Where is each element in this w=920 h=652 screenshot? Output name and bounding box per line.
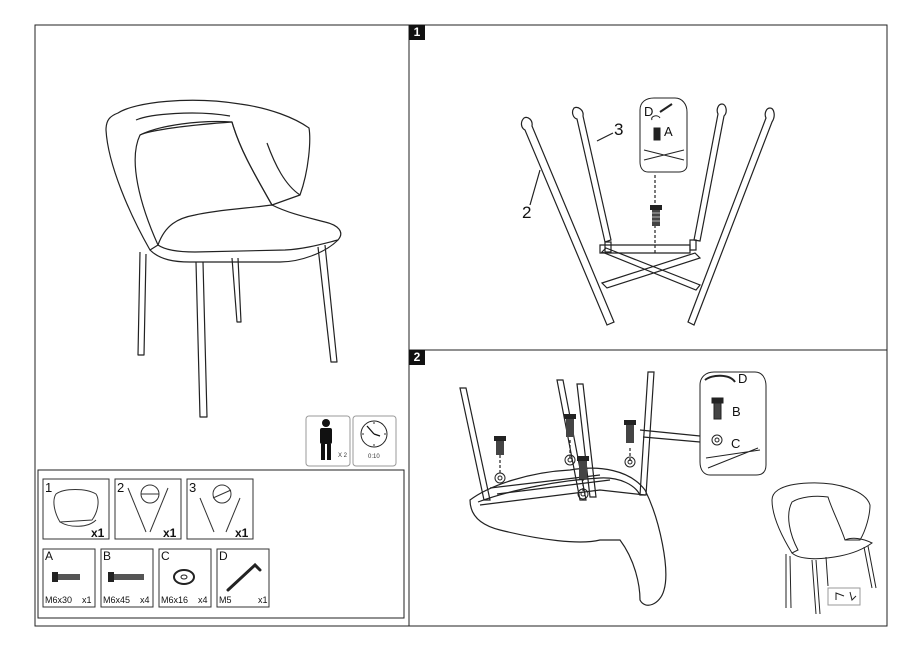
hw-c-letter: C	[161, 549, 170, 563]
hw-b-letter: B	[103, 549, 112, 563]
step1-detail-callout	[639, 97, 688, 173]
clock-icon	[360, 420, 388, 448]
outer-frame	[34, 24, 888, 627]
callout-a: A	[664, 124, 673, 139]
step2-bolts	[494, 414, 636, 500]
rear-leg-frame-icon	[199, 484, 241, 533]
parts-icons	[42, 478, 270, 608]
panel-frames	[34, 24, 888, 627]
hw-c-qty: x4	[198, 595, 208, 605]
callout-d-step2: D	[738, 371, 748, 386]
hw-a-qty: x1	[82, 595, 92, 605]
step2-result-chair	[771, 482, 877, 615]
step2-detail-callout	[699, 371, 767, 476]
callout-part-2: 2	[522, 203, 532, 222]
hw-c-code: M6x16	[161, 595, 189, 605]
part3-box	[186, 478, 254, 540]
callout-c: C	[731, 436, 741, 451]
hw-d-qty: x1	[258, 595, 268, 605]
part-1-qty: x1	[91, 526, 105, 540]
step1-drawing	[520, 103, 775, 326]
step-2-number: 2	[409, 350, 425, 365]
washer-icon	[173, 569, 195, 585]
assembled-chair-drawing	[105, 99, 342, 418]
hw-a-letter: A	[45, 549, 54, 563]
hw-d-box	[216, 548, 270, 608]
callout-d: D	[644, 104, 654, 119]
persons-count: X 2	[338, 453, 348, 459]
step2-drawing	[459, 371, 701, 606]
badges	[305, 415, 397, 467]
bolt-short-icon	[52, 572, 80, 582]
hw-a-code: M6x30	[45, 595, 73, 605]
hw-b-code: M6x45	[103, 595, 131, 605]
bolt-long-icon	[108, 572, 144, 582]
part2-box	[114, 478, 182, 540]
hardware-icons	[52, 562, 262, 592]
hw-b-box	[100, 548, 154, 608]
hw-d-letter: D	[219, 549, 228, 563]
assembly-time: 0:10	[368, 454, 380, 460]
hw-a-box	[42, 548, 96, 608]
part1-box	[42, 478, 110, 540]
hw-c-box	[158, 548, 212, 608]
part-2-number: 2	[117, 480, 125, 495]
step-1-number: 1	[409, 25, 425, 40]
part-1-number: 1	[45, 480, 53, 495]
part-3-qty: x1	[235, 526, 249, 540]
hw-d-code: M5	[219, 595, 232, 605]
allen-key-icon	[226, 562, 262, 592]
part-2-qty: x1	[163, 526, 177, 540]
hw-b-qty: x4	[140, 595, 150, 605]
step1-bolt-icon	[650, 205, 662, 226]
front-leg-frame-icon	[127, 484, 169, 533]
part-3-number: 3	[189, 480, 197, 495]
callout-part-3: 3	[614, 120, 624, 139]
person-icon	[320, 419, 332, 460]
callout-b: B	[732, 404, 741, 419]
parts-list-frame	[37, 469, 405, 619]
seat-icon	[53, 489, 99, 527]
